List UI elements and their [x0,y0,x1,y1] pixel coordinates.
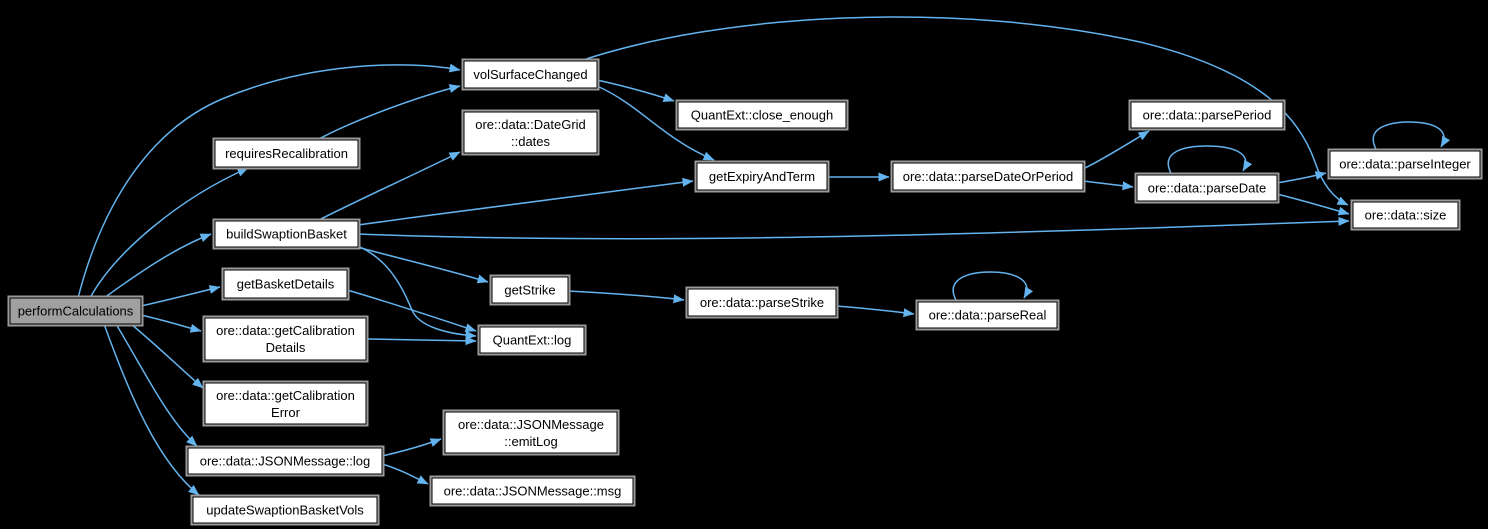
node-label-volSurfaceChanged: volSurfaceChanged [473,67,587,82]
node-getCalibrationDetails[interactable]: ore::data::getCalibration Details [202,315,369,363]
node-label-parsePeriod: ore::data::parsePeriod [1143,108,1272,123]
edge-parseDate-self-loop [1167,145,1253,176]
edge-parseReal-self-loop [952,271,1034,303]
node-parseStrike[interactable]: ore::data::parseStrike [685,286,839,319]
node-label-performCalculations: performCalculations [18,304,134,319]
node-getExpiryAndTerm[interactable]: getExpiryAndTerm [694,160,830,193]
edge-parseDate-to-size [1276,193,1350,216]
node-label-getStrike: getStrike [504,283,555,298]
node-updateSwaptionBasketVols[interactable]: updateSwaptionBasketVols [190,494,380,526]
node-label-buildSwaptionBasket: buildSwaptionBasket [226,227,347,242]
nodes: performCalculations requiresRecalibratio… [7,58,1483,526]
edge-buildSwaptionBasket-to-getStrike [356,246,489,284]
node-label-close-enough: QuantExt::close_enough [691,108,833,123]
node-getCalibrationError[interactable]: ore::data::getCalibration Error [202,380,369,427]
node-label-getExpiryAndTerm: getExpiryAndTerm [709,169,815,184]
node-label-jsonmessage-log: ore::data::JSONMessage::log [200,454,371,469]
node-label-dategrid-dates-1: ore::data::DateGrid [475,117,586,132]
node-label-getCalibrationError-2: Error [271,405,301,420]
node-label-parseDate: ore::data::parseDate [1148,181,1267,196]
edge-volSurfaceChanged-to-size [579,16,1349,206]
node-jsonmessage-emitLog[interactable]: ore::data::JSONMessage ::emitLog [442,409,620,456]
edge-getStrike-to-parseStrike [567,290,685,304]
edge-parseDate-to-parseInteger [1276,171,1327,184]
node-parseInteger[interactable]: ore::data::parseInteger [1327,148,1483,180]
edge-buildSwaptionBasket-to-getExpiryAndTerm [357,177,694,226]
edge-volSurfaceChanged-to-getExpiryAndTerm [596,85,715,161]
edge-performCalculations-to-updateSwaptionBasketVols [103,323,200,496]
node-label-updateSwaptionBasketVols: updateSwaptionBasketVols [206,503,364,518]
edge-jsonLog-to-msg [381,463,429,485]
node-label-parseReal: ore::data::parseReal [929,308,1047,323]
node-label-parseInteger: ore::data::parseInteger [1339,157,1471,172]
node-getBasketDetails[interactable]: getBasketDetails [221,267,350,301]
node-label-getCalibrationError-1: ore::data::getCalibration [216,388,355,403]
edge-buildSwaptionBasket-to-size [357,216,1350,240]
node-label-parseStrike: ore::data::parseStrike [700,295,824,310]
node-performCalculations[interactable]: performCalculations [7,295,144,327]
edge-parseInteger-self-loop [1372,121,1451,152]
edge-performCalculations-to-buildSwaptionBasket [103,233,212,299]
edge-performCalculations-to-getCalibrationError [130,323,204,389]
node-close-enough[interactable]: QuantExt::close_enough [675,99,849,131]
node-parseDate[interactable]: ore::data::parseDate [1134,172,1280,204]
node-jsonmessage-log[interactable]: ore::data::JSONMessage::log [185,445,385,477]
node-size[interactable]: ore::data::size [1350,199,1461,231]
node-label-quantext-log: QuantExt::log [493,333,572,348]
edge-buildSwaptionBasket-to-quantextLog [359,246,477,340]
edge-performCalculations-to-jsonLog [115,323,198,447]
edge-performCalculations-to-requiresRecalibration [89,167,249,299]
edge-getBasketDetails-to-quantextLog [346,289,477,332]
node-parseReal[interactable]: ore::data::parseReal [915,299,1060,331]
edge-performCalculations-to-getCalibrationDetails [140,314,202,333]
node-parsePeriod[interactable]: ore::data::parsePeriod [1128,99,1286,131]
node-volSurfaceChanged[interactable]: volSurfaceChanged [461,58,600,91]
node-getStrike[interactable]: getStrike [489,274,571,306]
node-label-getCalibrationDetails-2: Details [266,340,306,355]
edge-buildSwaptionBasket-to-dategridDates [316,151,461,222]
node-label-parseDateOrPeriod: ore::data::parseDateOrPeriod [903,169,1074,184]
node-dategrid-dates[interactable]: ore::data::DateGrid ::dates [461,109,600,156]
node-label-jsonmessage-emitLog-1: ore::data::JSONMessage [458,417,604,432]
edge-parseDateOrPeriod-to-parseDate [1082,180,1134,191]
node-requiresRecalibration[interactable]: requiresRecalibration [212,137,361,170]
edge-getCalibrationDetails-to-quantextLog [365,336,477,346]
edge-jsonLog-to-emitLog [381,438,442,457]
node-label-size: ore::data::size [1365,208,1447,223]
node-label-dategrid-dates-2: ::dates [511,134,551,149]
node-quantext-log[interactable]: QuantExt::log [477,324,587,356]
edge-requiresRecalibration-to-volSurfaceChanged [316,84,461,141]
node-parseDateOrPeriod[interactable]: ore::data::parseDateOrPeriod [890,160,1086,193]
node-buildSwaptionBasket[interactable]: buildSwaptionBasket [212,218,361,250]
node-jsonmessage-msg[interactable]: ore::data::JSONMessage::msg [429,475,636,507]
edge-parseStrike-to-parseReal [835,305,915,318]
edge-performCalculations-to-getBasketDetails [140,285,221,307]
edges [77,16,1451,496]
node-label-getBasketDetails: getBasketDetails [237,277,335,292]
edge-performCalculations-to-volSurfaceChanged [77,63,461,299]
edge-volSurfaceChanged-to-closeEnough [596,79,675,102]
node-label-jsonmessage-msg: ore::data::JSONMessage::msg [444,484,622,499]
node-label-jsonmessage-emitLog-2: ::emitLog [504,434,557,449]
node-label-getCalibrationDetails-1: ore::data::getCalibration [216,323,355,338]
edge-parseDateOrPeriod-to-parsePeriod [1082,130,1150,170]
node-label-requiresRecalibration: requiresRecalibration [225,146,348,161]
